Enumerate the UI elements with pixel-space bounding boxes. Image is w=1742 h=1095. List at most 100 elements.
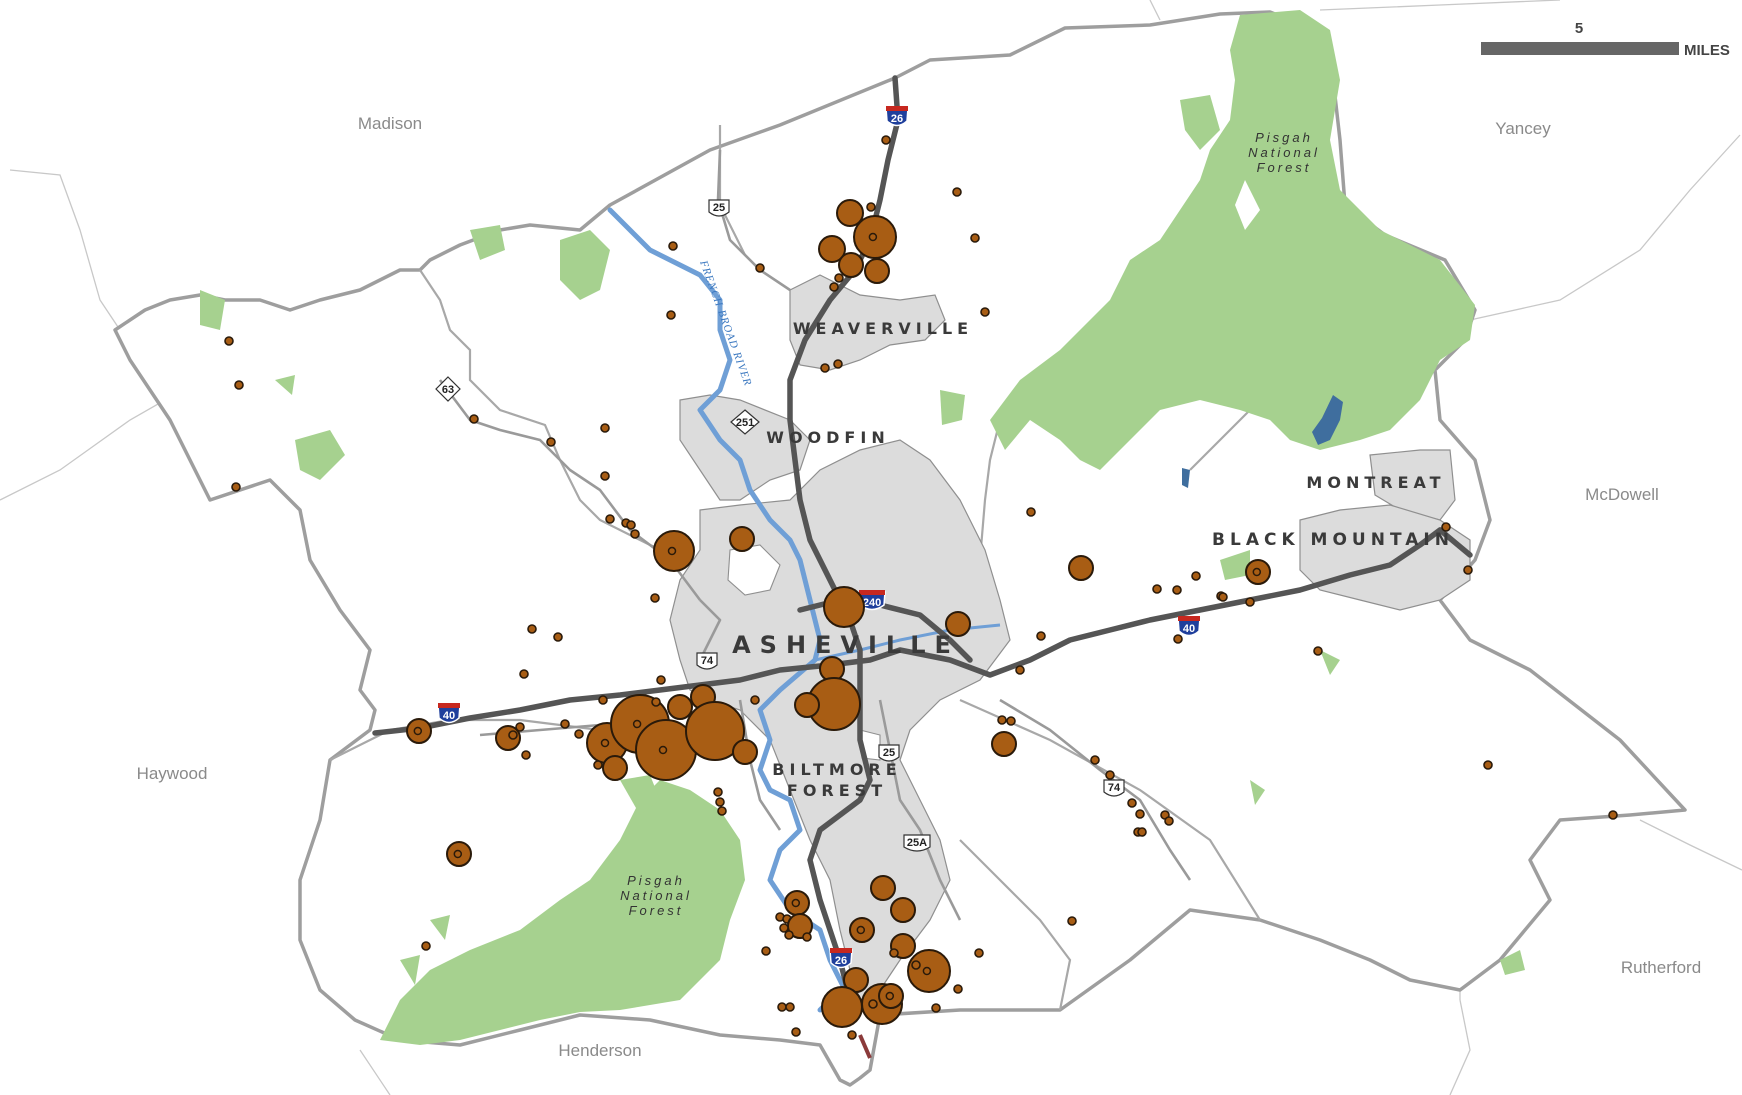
data-point bbox=[750, 695, 760, 705]
data-point-inner bbox=[600, 738, 610, 748]
data-point bbox=[1006, 716, 1016, 726]
shield-label: 26 bbox=[891, 113, 903, 125]
data-point bbox=[521, 750, 531, 760]
town-label-montreat: MONTREAT bbox=[1306, 473, 1445, 492]
data-point-inner bbox=[922, 966, 932, 976]
county-label-yancey: Yancey bbox=[1495, 119, 1551, 138]
county-label-madison: Madison bbox=[358, 114, 422, 133]
data-point bbox=[1137, 827, 1147, 837]
svg-text:Forest: Forest bbox=[1257, 160, 1312, 175]
data-point bbox=[1313, 646, 1323, 656]
data-point bbox=[515, 722, 525, 732]
data-point bbox=[574, 729, 584, 739]
national-forest bbox=[200, 10, 1525, 1045]
interstate-shield-26-north: 26 bbox=[885, 106, 909, 127]
data-point bbox=[823, 586, 865, 628]
data-point bbox=[650, 593, 660, 603]
data-point bbox=[593, 760, 603, 770]
county-label-rutherford: Rutherford bbox=[1621, 958, 1701, 977]
data-point bbox=[818, 235, 846, 263]
data-point bbox=[784, 930, 794, 940]
data-point bbox=[1245, 597, 1255, 607]
data-point bbox=[605, 514, 615, 524]
town-label-biltmore-forest: FOREST bbox=[787, 781, 887, 800]
shield-label: 74 bbox=[1108, 782, 1121, 794]
i40-road bbox=[372, 527, 1473, 736]
data-point bbox=[1483, 760, 1493, 770]
data-point bbox=[866, 202, 876, 212]
data-point bbox=[598, 695, 608, 705]
data-point bbox=[602, 755, 628, 781]
data-point bbox=[600, 471, 610, 481]
data-point-inner bbox=[885, 991, 895, 1001]
shield-label: 40 bbox=[1183, 623, 1195, 635]
data-point bbox=[838, 252, 864, 278]
data-point bbox=[779, 923, 789, 933]
data-point bbox=[889, 948, 899, 958]
data-point bbox=[974, 948, 984, 958]
data-point bbox=[864, 258, 890, 284]
data-point bbox=[834, 273, 844, 283]
data-point-inner bbox=[632, 719, 642, 729]
county-label-mcdowell: McDowell bbox=[1585, 485, 1659, 504]
data-point bbox=[656, 675, 666, 685]
data-point bbox=[997, 715, 1007, 725]
nc-shield-63: 63 bbox=[435, 376, 461, 402]
town-label-weaverville: WEAVERVILLE bbox=[793, 319, 973, 338]
us-shield-25a: 25A bbox=[903, 834, 931, 852]
interstate-shield-26-south: 26 bbox=[829, 948, 853, 969]
data-point bbox=[234, 380, 244, 390]
data-point bbox=[881, 135, 891, 145]
data-point bbox=[1068, 555, 1094, 581]
county-label-haywood: Haywood bbox=[137, 764, 208, 783]
data-point bbox=[953, 984, 963, 994]
interstate-shield-240: 240 bbox=[858, 590, 886, 611]
data-point bbox=[931, 1003, 941, 1013]
data-point bbox=[421, 941, 431, 951]
svg-text:National: National bbox=[1248, 145, 1320, 160]
data-point bbox=[630, 529, 640, 539]
data-point bbox=[847, 1030, 857, 1040]
data-point bbox=[829, 282, 839, 292]
data-point bbox=[970, 233, 980, 243]
woodfin-area bbox=[679, 394, 811, 501]
shield-label: 25 bbox=[883, 747, 895, 759]
forest-label-south: Pisgah National Forest bbox=[620, 873, 689, 918]
data-point bbox=[469, 414, 479, 424]
data-point bbox=[1164, 816, 1174, 826]
scale-value: 5 bbox=[1575, 20, 1583, 37]
data-point-inner bbox=[856, 925, 866, 935]
data-point bbox=[1036, 631, 1046, 641]
county-label-henderson: Henderson bbox=[558, 1041, 641, 1060]
town-label-black-mountain: BLACK MOUNTAIN bbox=[1212, 530, 1454, 550]
data-point bbox=[546, 437, 556, 447]
lake bbox=[1312, 395, 1343, 445]
data-point bbox=[1172, 585, 1182, 595]
data-point bbox=[761, 946, 771, 956]
french-broad-river bbox=[607, 207, 848, 1013]
data-point-inner bbox=[868, 232, 878, 242]
us-shield-74-east: 74 bbox=[1103, 779, 1125, 797]
shield-label: 25A bbox=[907, 837, 927, 849]
data-point-inner bbox=[791, 898, 801, 908]
data-point bbox=[560, 719, 570, 729]
data-point bbox=[794, 692, 820, 718]
shield-label: 63 bbox=[442, 384, 454, 396]
data-point bbox=[1152, 584, 1162, 594]
data-point bbox=[732, 739, 758, 765]
shield-label: 40 bbox=[443, 710, 455, 722]
data-point bbox=[791, 1027, 801, 1037]
data-point-inner bbox=[667, 546, 677, 556]
data-point bbox=[870, 875, 896, 901]
forest-label-north: Pisgah National Forest bbox=[1248, 130, 1320, 175]
data-point bbox=[802, 932, 812, 942]
data-point bbox=[1173, 634, 1183, 644]
shield-label: 74 bbox=[701, 655, 714, 667]
data-point bbox=[527, 624, 537, 634]
data-point bbox=[1015, 665, 1025, 675]
data-point bbox=[1441, 522, 1451, 532]
data-point bbox=[820, 363, 830, 373]
data-point bbox=[911, 960, 921, 970]
interstate-shield-40-west: 40 bbox=[437, 703, 461, 724]
